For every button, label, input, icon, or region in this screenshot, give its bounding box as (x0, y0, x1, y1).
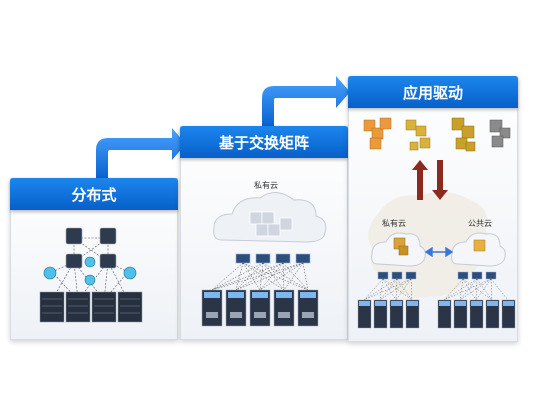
app-sync-arrows (412, 160, 448, 200)
cloud-sync-arrow (424, 246, 454, 258)
private-cloud-shape-2 (371, 232, 426, 267)
stage-3-private-cloud-label: 私有云 (382, 219, 406, 228)
stage-2-cloud-label: 私有云 (254, 181, 278, 190)
stage-1-title: 分布式 (10, 178, 178, 210)
arrow-to-stage-2 (96, 128, 186, 178)
arrow-to-stage-3 (262, 76, 350, 126)
stage-2-title: 基于交换矩阵 (180, 126, 348, 158)
stage-3-public-cloud-label: 公共云 (468, 219, 492, 228)
application-tiles (363, 117, 511, 152)
stage-3-title: 应用驱动 (348, 76, 518, 108)
